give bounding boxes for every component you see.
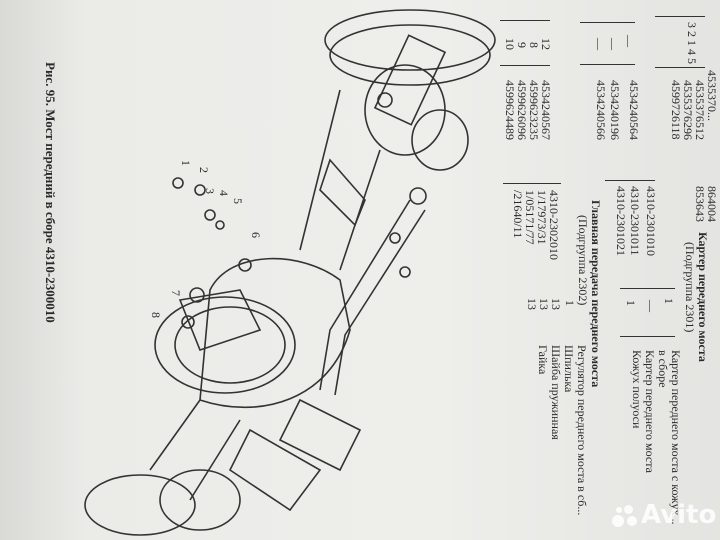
quantity: 1	[563, 300, 577, 306]
quantity: —	[644, 300, 658, 312]
avito-watermark: Avito	[612, 500, 716, 530]
description: Картер переднего моста с кожух...	[669, 350, 683, 525]
position: —	[622, 35, 636, 47]
position: —	[592, 38, 606, 50]
avito-logo-icon	[612, 504, 638, 527]
position: —	[606, 38, 620, 50]
position: 12	[539, 38, 553, 50]
callout-2: 2	[197, 167, 211, 173]
divider	[620, 336, 675, 337]
catalog-number: 4535376512	[693, 80, 707, 140]
position: 9	[515, 42, 529, 48]
section-2302-subtitle: (Подгруппа 2302)	[576, 215, 590, 306]
section-2301-title: Картер переднего моста	[696, 232, 710, 362]
quantity: 13	[537, 298, 551, 310]
description: Регулятор переднего моста в сб...	[575, 345, 589, 516]
part-number: 4310-2301010	[644, 186, 658, 256]
catalog-number: 4534240196	[608, 80, 622, 140]
part-number: 1/17973/31	[535, 190, 549, 245]
divider	[655, 16, 705, 17]
section-2301-subtitle: (Подгруппа 2301)	[683, 242, 697, 333]
section-2302-title: Главная передача переднего моста	[589, 200, 603, 388]
part-number: 4310-2302010	[547, 190, 561, 260]
quantity: 1	[624, 300, 638, 306]
callout-7: 7	[169, 290, 183, 296]
description: Гайка	[536, 345, 550, 375]
part-number: 4310-2301021	[614, 186, 628, 256]
catalog-number: 4599624489	[503, 80, 517, 140]
callout-3: 3	[203, 188, 217, 194]
description: Шпилька	[562, 345, 576, 393]
catalog-number: 4535370...	[705, 70, 719, 121]
divider	[620, 288, 675, 289]
callout-5: 5	[231, 198, 245, 204]
quantity: 13	[525, 298, 539, 310]
divider	[503, 183, 561, 184]
quantity: 1	[662, 298, 676, 304]
description: Кожух полуоси	[630, 350, 644, 429]
description: Шайба пружинная	[549, 345, 563, 440]
catalog-number: 4599626096	[515, 80, 529, 140]
divider	[500, 65, 550, 66]
part-number: 853643	[693, 186, 707, 222]
divider	[500, 20, 550, 21]
catalog-number: 4535376296	[681, 80, 695, 140]
figure-caption: Рис. 95. Мост передний в сборе 4310-2300…	[43, 62, 58, 323]
catalog-number: 4534240567	[539, 80, 553, 140]
divider	[655, 67, 705, 68]
part-number: 864004	[705, 186, 719, 222]
part-number: 1/05171/77	[523, 190, 537, 245]
description: Картер переднего моста	[643, 350, 657, 473]
callout-1: 1	[179, 160, 193, 166]
callout-6: 6	[249, 232, 263, 238]
description: в сборе	[656, 350, 670, 388]
divider	[605, 180, 655, 181]
divider	[580, 22, 635, 23]
callout-4: 4	[217, 190, 231, 196]
position: 8	[527, 42, 541, 48]
part-number: /21640/11	[511, 190, 525, 239]
positions-a: 3 2 1 4 5	[685, 22, 699, 64]
callout-8: 8	[149, 312, 163, 318]
catalog-number: 4534240564	[627, 80, 641, 140]
divider	[580, 64, 635, 65]
catalog-number: 4599726118	[669, 80, 683, 140]
part-number: 4310-2301011	[628, 186, 642, 256]
position: 10	[503, 38, 517, 50]
quantity: 13	[549, 298, 563, 310]
catalog-number: 4534240566	[594, 80, 608, 140]
catalog-number: 4599623235	[527, 80, 541, 140]
